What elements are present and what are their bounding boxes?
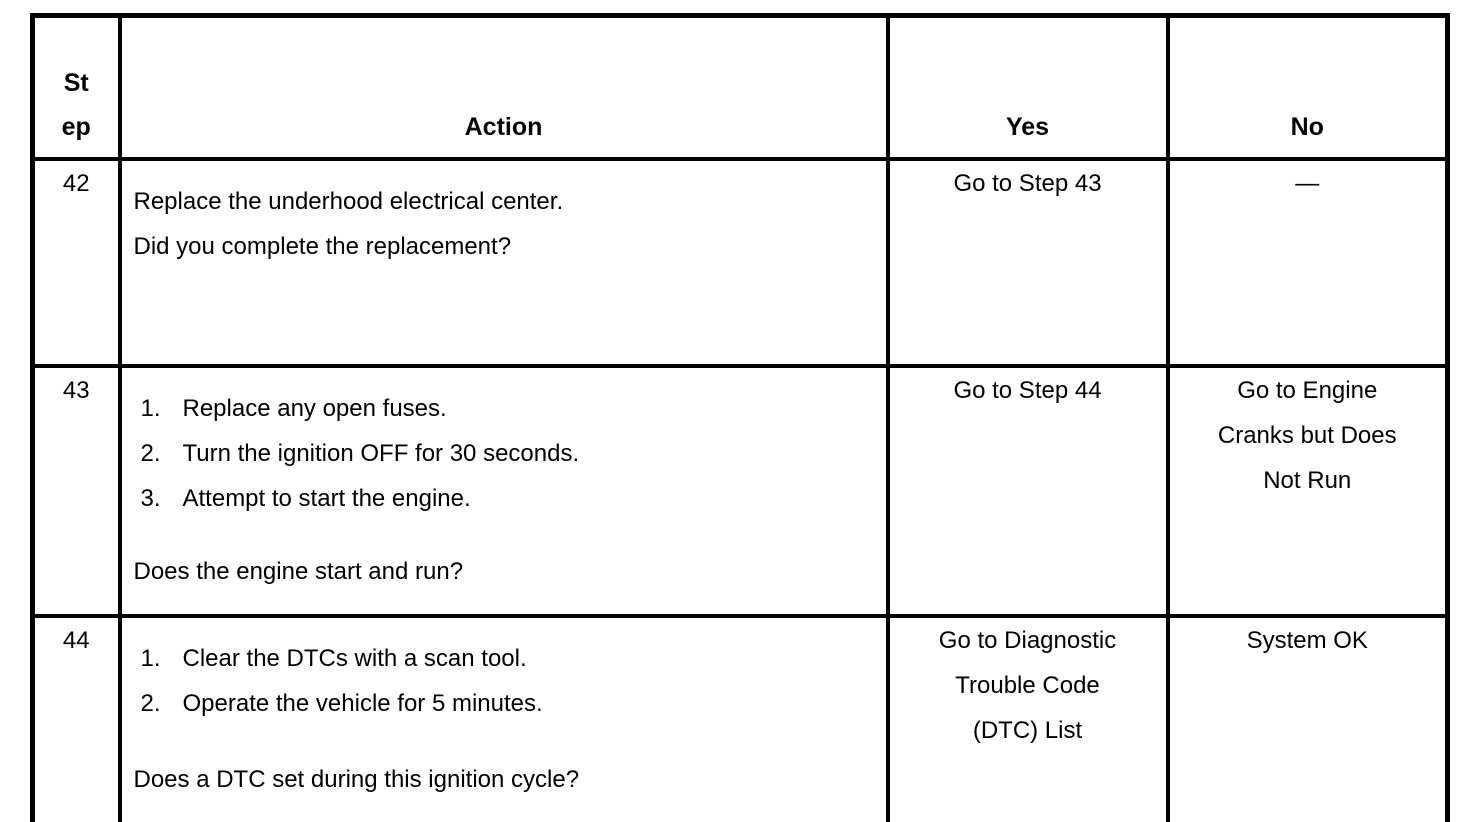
step-number-cell: 42 — [30, 157, 122, 368]
column-header-yes: Yes — [885, 13, 1170, 161]
table-header-row: St ep Action Yes No — [30, 13, 1450, 161]
list-item-text: Attempt to start the engine. — [182, 485, 471, 512]
column-header-step: St ep — [30, 13, 122, 161]
action-question: Did you complete the replacement? — [133, 233, 512, 260]
no-cell: — — [1165, 157, 1450, 368]
no-text: System OK — [1246, 627, 1368, 654]
action-question: Does the engine start and run? — [133, 558, 464, 585]
diagnostic-steps-table: St ep Action Yes No 42 Replace the under… — [30, 13, 1450, 822]
action-cell: Replace the underhood electrical center.… — [117, 157, 890, 368]
no-cell: Go to Engine Cranks but Does Not Run — [1165, 364, 1450, 618]
step-number-cell: 43 — [30, 364, 122, 618]
action-list-item: 2. Operate the vehicle for 5 minutes. — [141, 681, 866, 726]
column-header-action: Action — [117, 13, 890, 161]
action-list-item: 1. Clear the DTCs with a scan tool. — [141, 636, 866, 681]
column-header-no: No — [1165, 13, 1450, 161]
table-row-step-44: 44 1. Clear the DTCs with a scan tool. 2… — [30, 614, 1450, 822]
header-step-line1: St — [63, 69, 89, 97]
yes-cell: Go to Step 44 — [885, 364, 1170, 618]
list-item-number: 2. — [140, 440, 161, 467]
list-item-text: Replace any open fuses. — [182, 395, 447, 422]
list-item-number: 1. — [140, 645, 161, 672]
header-step-line2: ep — [61, 113, 91, 141]
action-list-item: 1. Replace any open fuses. — [141, 386, 866, 431]
table-row-step-42: 42 Replace the underhood electrical cent… — [30, 157, 1450, 368]
action-question: Does a DTC set during this ignition cycl… — [133, 766, 580, 793]
list-item-number: 2. — [140, 690, 161, 717]
list-item-number: 1. — [140, 395, 161, 422]
no-text-line: Go to Engine — [1237, 377, 1378, 404]
yes-text-line: (DTC) List — [972, 717, 1083, 744]
yes-text-line: Trouble Code — [955, 672, 1100, 699]
yes-text: Go to Step 43 — [953, 170, 1102, 197]
no-text-line: Not Run — [1263, 467, 1352, 494]
yes-cell: Go to Diagnostic Trouble Code (DTC) List — [885, 614, 1170, 822]
action-cell: 1. Clear the DTCs with a scan tool. 2. O… — [117, 614, 890, 822]
step-number-cell: 44 — [30, 614, 122, 822]
yes-cell: Go to Step 43 — [885, 157, 1170, 368]
table-row-step-43: 43 1. Replace any open fuses. 2. Turn th… — [30, 364, 1450, 618]
yes-text: Go to Step 44 — [953, 377, 1102, 404]
action-cell: 1. Replace any open fuses. 2. Turn the i… — [117, 364, 890, 618]
action-list-item: 2. Turn the ignition OFF for 30 seconds. — [141, 431, 866, 476]
action-list-item: 3. Attempt to start the engine. — [141, 476, 866, 521]
yes-text-line: Go to Diagnostic — [938, 627, 1117, 654]
list-item-text: Operate the vehicle for 5 minutes. — [182, 690, 543, 717]
list-item-text: Clear the DTCs with a scan tool. — [182, 645, 527, 672]
list-item-number: 3. — [140, 485, 161, 512]
no-cell: System OK — [1165, 614, 1450, 822]
list-item-text: Turn the ignition OFF for 30 seconds. — [182, 440, 580, 467]
action-paragraph: Replace the underhood electrical center. — [133, 188, 564, 215]
no-text-line: Cranks but Does — [1217, 422, 1397, 449]
no-text: — — [1295, 170, 1320, 197]
